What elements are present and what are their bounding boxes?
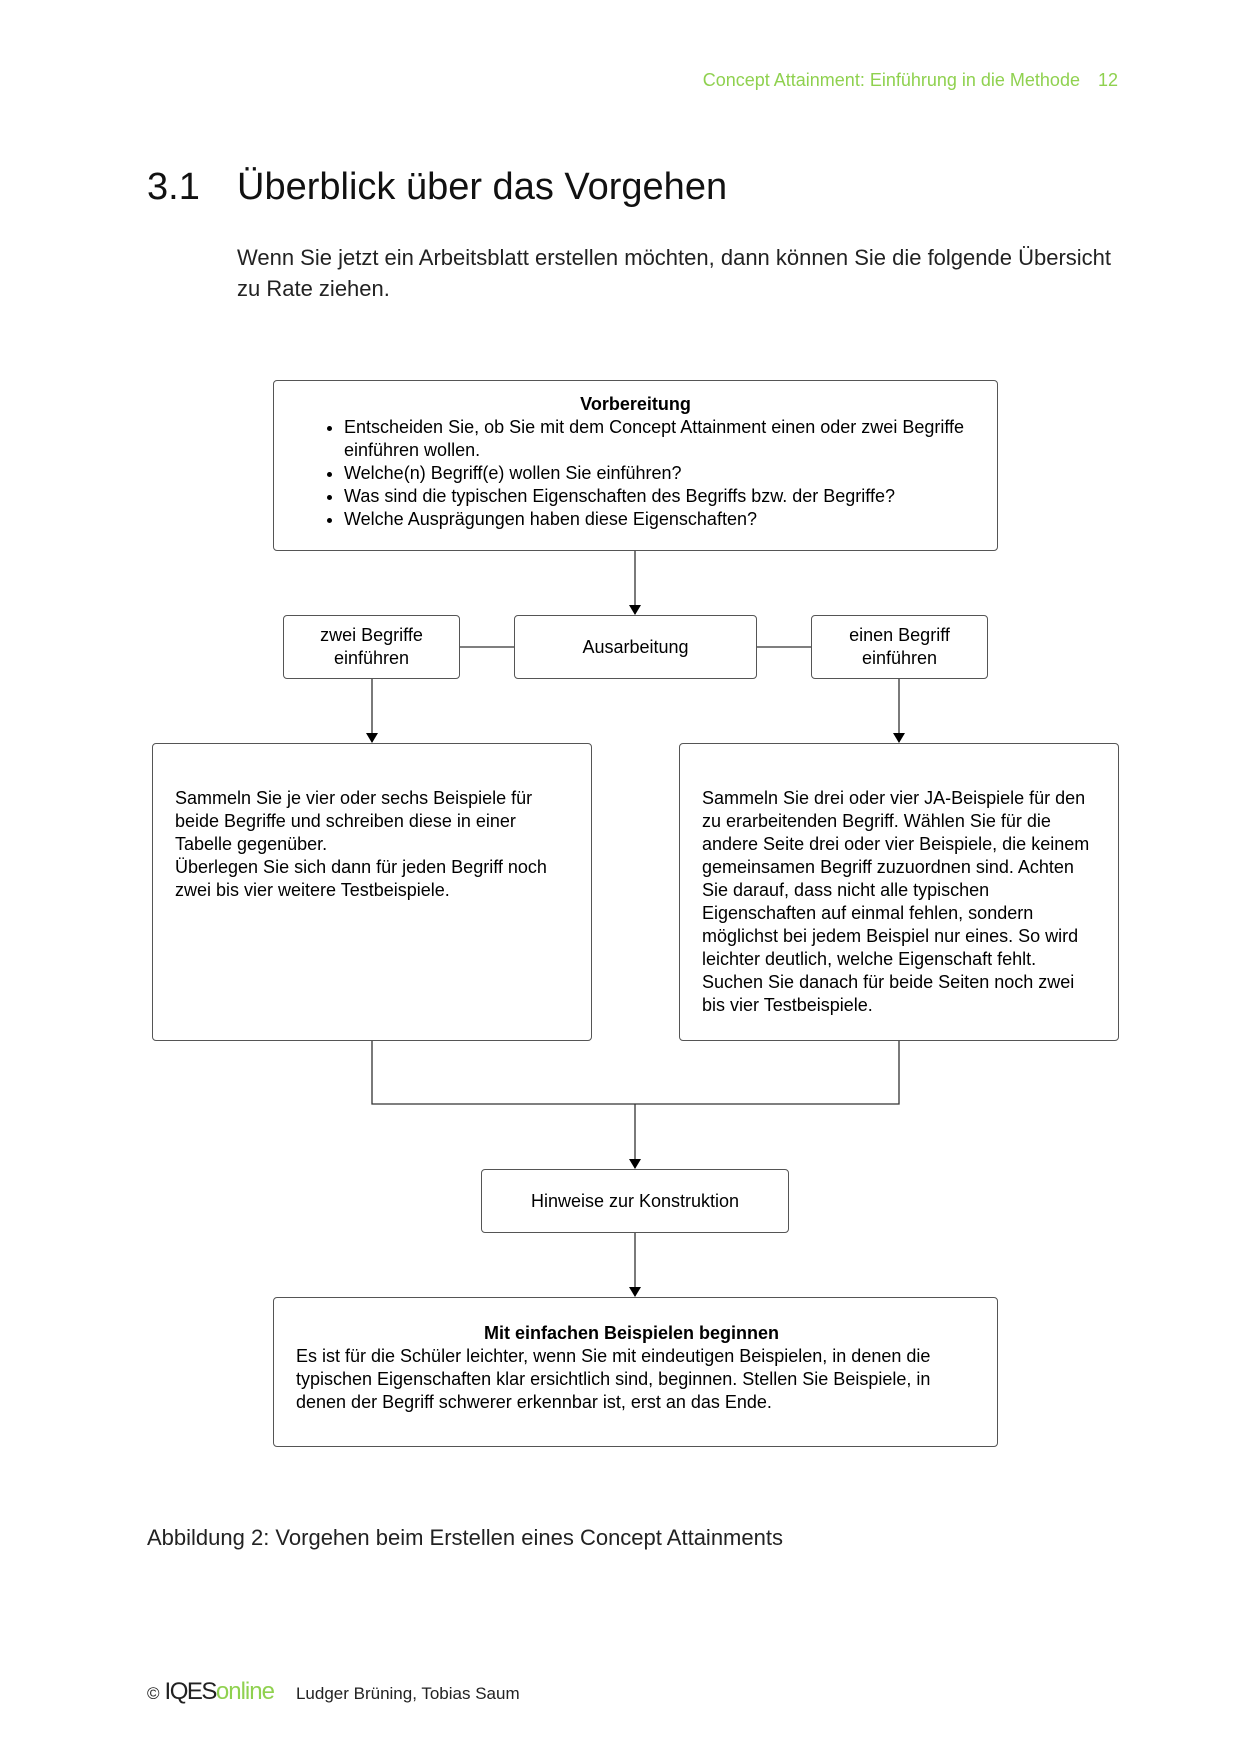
- two-terms-label: zwei Begriffe einführen: [320, 625, 423, 668]
- start-simple-text: Es ist für die Schüler leichter, wenn Si…: [296, 1346, 931, 1412]
- two-terms-instructions: Sammeln Sie je vier oder sechs Beispiele…: [175, 788, 547, 900]
- running-title: Concept Attainment: Einführung in die Me…: [702, 70, 1080, 90]
- running-header: Concept Attainment: Einführung in die Me…: [703, 70, 1118, 91]
- one-term-instructions: Sammeln Sie drei oder vier JA-Beispiele …: [702, 788, 1090, 1015]
- page-number: 12: [1097, 70, 1118, 90]
- two-terms-instructions-box: Sammeln Sie je vier oder sechs Beispiele…: [152, 743, 592, 1041]
- preparation-title: Vorbereitung: [580, 394, 691, 414]
- start-simple-title: Mit einfachen Beispielen beginnen: [483, 1323, 780, 1343]
- logo-online: online: [215, 1678, 275, 1705]
- two-terms-box: zwei Begriffe einführen: [283, 615, 460, 679]
- elaboration-label: Ausarbeitung: [582, 636, 689, 657]
- preparation-item: Entscheiden Sie, ob Sie mit dem Concept …: [344, 416, 967, 462]
- section-title: 3.1 Überblick über das Vorgehen: [147, 166, 727, 209]
- copyright-symbol: ©: [147, 1684, 160, 1703]
- construction-label: Hinweise zur Konstruktion: [530, 1190, 740, 1211]
- construction-box: Hinweise zur Konstruktion: [481, 1169, 789, 1233]
- one-term-box: einen Begriff einführen: [811, 615, 988, 679]
- one-term-label: einen Begriff einführen: [849, 625, 950, 668]
- one-term-instructions-box: Sammeln Sie drei oder vier JA-Beispiele …: [679, 743, 1119, 1041]
- preparation-box: Vorbereitung Entscheiden Sie, ob Sie mit…: [273, 380, 998, 551]
- intro-paragraph: Wenn Sie jetzt ein Arbeitsblatt erstelle…: [237, 245, 1112, 301]
- section-number: 3.1: [147, 166, 200, 208]
- logo-iqes: IQES: [164, 1678, 218, 1705]
- section-title-text: Überblick über das Vorgehen: [237, 166, 728, 208]
- merge-connector: [371, 1041, 900, 1105]
- footer-authors: Ludger Brüning, Tobias Saum: [295, 1684, 520, 1703]
- figure-caption: Abbildung 2: Vorgehen beim Erstellen ein…: [147, 1525, 783, 1550]
- start-simple-box: Mit einfachen Beispielen beginnen Es ist…: [273, 1297, 998, 1447]
- preparation-item: Welche(n) Begriff(e) wollen Sie einführe…: [344, 462, 967, 485]
- preparation-list: Entscheiden Sie, ob Sie mit dem Concept …: [304, 416, 967, 531]
- preparation-item: Was sind die typischen Eigenschaften des…: [344, 485, 967, 508]
- elaboration-box: Ausarbeitung: [514, 615, 757, 679]
- preparation-item: Welche Ausprägungen haben diese Eigensch…: [344, 508, 967, 531]
